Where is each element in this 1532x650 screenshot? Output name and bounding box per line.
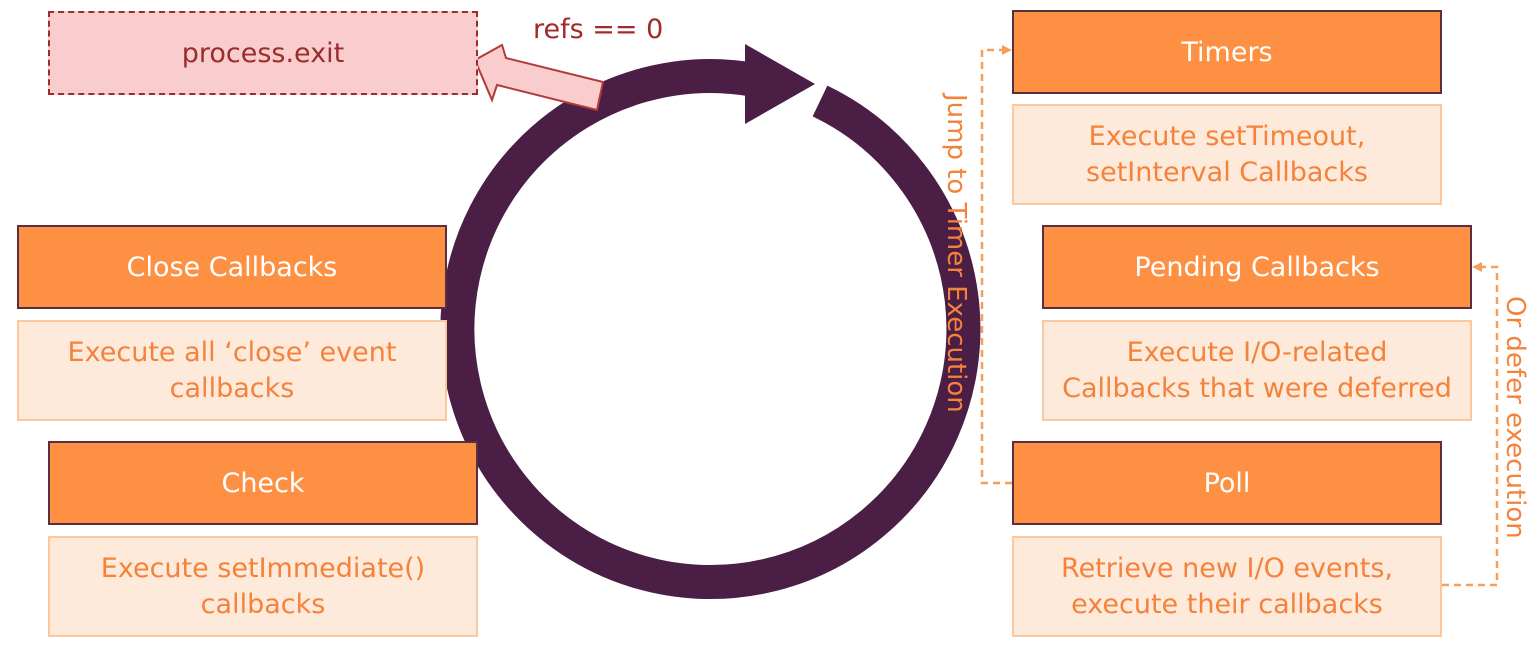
timers-title: Timers bbox=[1181, 36, 1273, 68]
timers-phase: Timers bbox=[1012, 10, 1442, 94]
timers-description: Execute setTimeout, setInterval Callback… bbox=[1086, 120, 1368, 188]
jump-to-timer-arrowhead bbox=[1002, 45, 1012, 55]
poll-description: Retrieve new I/O events, execute their c… bbox=[1061, 552, 1393, 620]
timers-description-box: Execute setTimeout, setInterval Callback… bbox=[1012, 104, 1442, 205]
close-callbacks-title: Close Callbacks bbox=[126, 251, 338, 283]
pending-callbacks-description: Execute I/O-related Callbacks that were … bbox=[1062, 336, 1452, 404]
defer-arrowhead bbox=[1472, 262, 1482, 272]
process-exit-label: process.exit bbox=[181, 37, 345, 69]
process-exit-box: process.exit bbox=[48, 11, 478, 95]
pending-callbacks-title: Pending Callbacks bbox=[1134, 251, 1380, 283]
close-callbacks-description-box: Execute all ‘close’ event callbacks bbox=[17, 320, 447, 421]
poll-description-box: Retrieve new I/O events, execute their c… bbox=[1012, 536, 1442, 637]
close-callbacks-description: Execute all ‘close’ event callbacks bbox=[67, 336, 397, 404]
exit-arrow bbox=[473, 43, 605, 112]
check-title: Check bbox=[221, 467, 305, 499]
event-loop-circle bbox=[440, 59, 981, 599]
poll-phase: Poll bbox=[1012, 441, 1442, 525]
pending-callbacks-description-box: Execute I/O-related Callbacks that were … bbox=[1042, 320, 1472, 421]
event-loop-arrowhead bbox=[745, 44, 815, 124]
check-phase: Check bbox=[48, 441, 478, 525]
check-description-box: Execute setImmediate() callbacks bbox=[48, 536, 478, 637]
exit-condition-label: refs == 0 bbox=[533, 14, 664, 45]
close-callbacks-phase: Close Callbacks bbox=[17, 225, 447, 309]
defer-execution-label: Or defer execution bbox=[1500, 296, 1530, 539]
jump-to-timer-label: Jump to Timer Execution bbox=[941, 94, 971, 413]
check-description: Execute setImmediate() callbacks bbox=[100, 552, 426, 620]
pending-callbacks-phase: Pending Callbacks bbox=[1042, 225, 1472, 309]
jump-to-timer-connector bbox=[980, 48, 1012, 485]
poll-title: Poll bbox=[1203, 467, 1251, 499]
defer-connector bbox=[1442, 265, 1499, 587]
